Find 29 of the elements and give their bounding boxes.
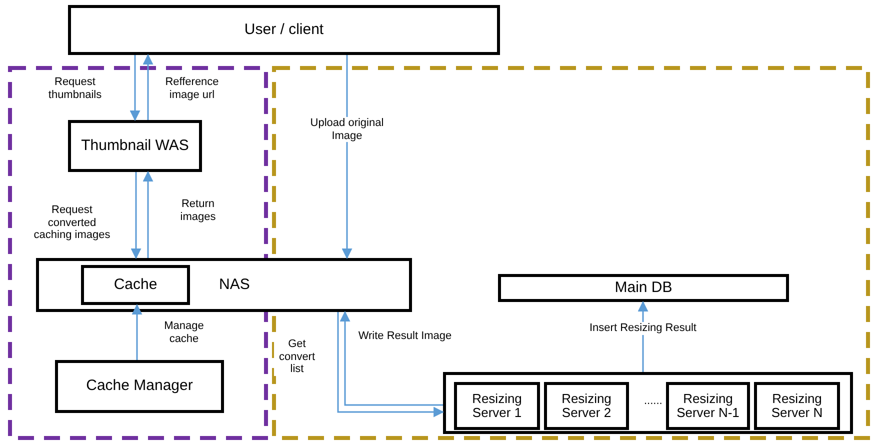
process-box — [68, 5, 500, 55]
node-label: Thumbnail WAS — [81, 138, 189, 154]
node-label: Resizing Server N-1 — [676, 392, 740, 420]
node-label: User / client — [244, 22, 324, 38]
arrow — [142, 170, 154, 258]
node-label: Resizing Server 1 — [471, 392, 523, 420]
node-label: Cache — [114, 276, 158, 294]
process-box — [454, 382, 540, 430]
node-label: Resizing Server 2 — [560, 392, 612, 420]
arrow — [132, 304, 142, 360]
server-group-box — [443, 372, 853, 434]
node-label: Main DB — [614, 280, 672, 296]
dashed-region — [8, 66, 268, 440]
ellipsis-text: ...... — [644, 394, 662, 409]
arrow — [142, 54, 154, 120]
process-box — [55, 360, 224, 413]
process-box — [68, 120, 202, 172]
process-box — [498, 274, 789, 302]
arrow — [130, 55, 140, 122]
arrow — [337, 312, 444, 418]
node-label: NAS — [219, 276, 250, 293]
node-label: Resizing Server N — [770, 392, 824, 420]
process-box — [81, 265, 190, 305]
process-box — [666, 382, 750, 430]
process-box — [754, 382, 840, 430]
node-label: Cache Manager — [86, 378, 193, 395]
process-box — [544, 382, 629, 430]
arrow — [340, 310, 443, 406]
arrow — [130, 172, 142, 260]
